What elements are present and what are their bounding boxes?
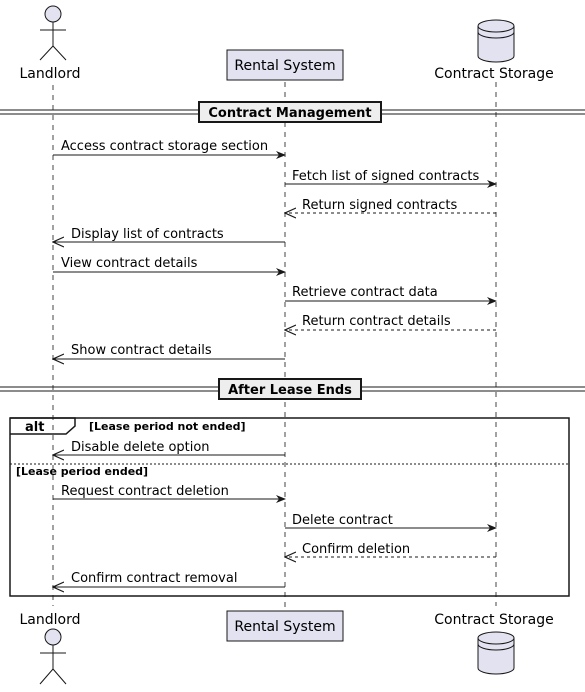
message-label: Access contract storage section [61,139,268,154]
alt-guard-1: [Lease period not ended] [89,420,246,433]
message-m11: Delete contract [285,513,497,532]
message-m10: Request contract deletion [53,484,286,503]
participant-label: Contract Storage [434,612,553,628]
separator-label: Contract Management [208,106,371,121]
message-m7: Return contract details [285,314,496,330]
message-label: Delete contract [292,513,393,528]
message-m12: Confirm deletion [285,542,496,557]
message-label: Confirm contract removal [71,571,237,586]
message-label: Display list of contracts [71,227,224,242]
participant-label: Landlord [20,612,81,628]
actor-icon [39,628,67,685]
message-label: View contract details [61,256,198,271]
message-label: Show contract details [71,343,212,358]
participant-rental-system-bottom: Rental System [226,610,344,642]
message-label: Return contract details [302,314,451,329]
message-m4: Display list of contracts [53,227,285,242]
message-label: Disable delete option [71,440,210,455]
participant-contract-storage-bottom: Contract Storage [434,612,554,675]
message-m5: View contract details [53,256,286,276]
participant-label: Contract Storage [434,66,553,82]
message-label: Return signed contracts [302,198,458,213]
database-icon [477,631,515,675]
separator-contract-management: Contract Management [0,101,585,123]
participant-rental-system-top: Rental System [226,49,344,81]
message-label: Fetch list of signed contracts [292,169,480,184]
participant-label: Landlord [20,66,81,82]
message-label: Request contract deletion [61,484,229,499]
actor-icon [39,5,67,61]
participant-landlord-bottom: Landlord [20,612,81,685]
participant-contract-storage-top: Contract Storage [434,19,554,82]
database-icon [477,19,515,63]
participant-landlord-top: Landlord [20,5,81,82]
message-m8: Show contract details [53,343,285,359]
message-label: Confirm deletion [302,542,410,557]
message-label: Retrieve contract data [292,285,438,300]
message-m9: Disable delete option [53,440,285,455]
message-m1: Access contract storage section [53,139,286,159]
participant-label: Rental System [234,58,335,74]
message-m3: Return signed contracts [285,198,496,213]
message-m2: Fetch list of signed contracts [285,169,497,188]
message-m13: Confirm contract removal [53,571,285,587]
separator-after-lease-ends: After Lease Ends [0,378,585,400]
participant-label: Rental System [234,619,335,635]
message-m6: Retrieve contract data [285,285,497,305]
separator-label: After Lease Ends [228,383,352,398]
alt-fragment: alt [Lease period not ended] [Lease peri… [9,417,570,597]
alt-keyword: alt [25,420,44,435]
alt-guard-2: [Lease period ended] [16,465,148,478]
